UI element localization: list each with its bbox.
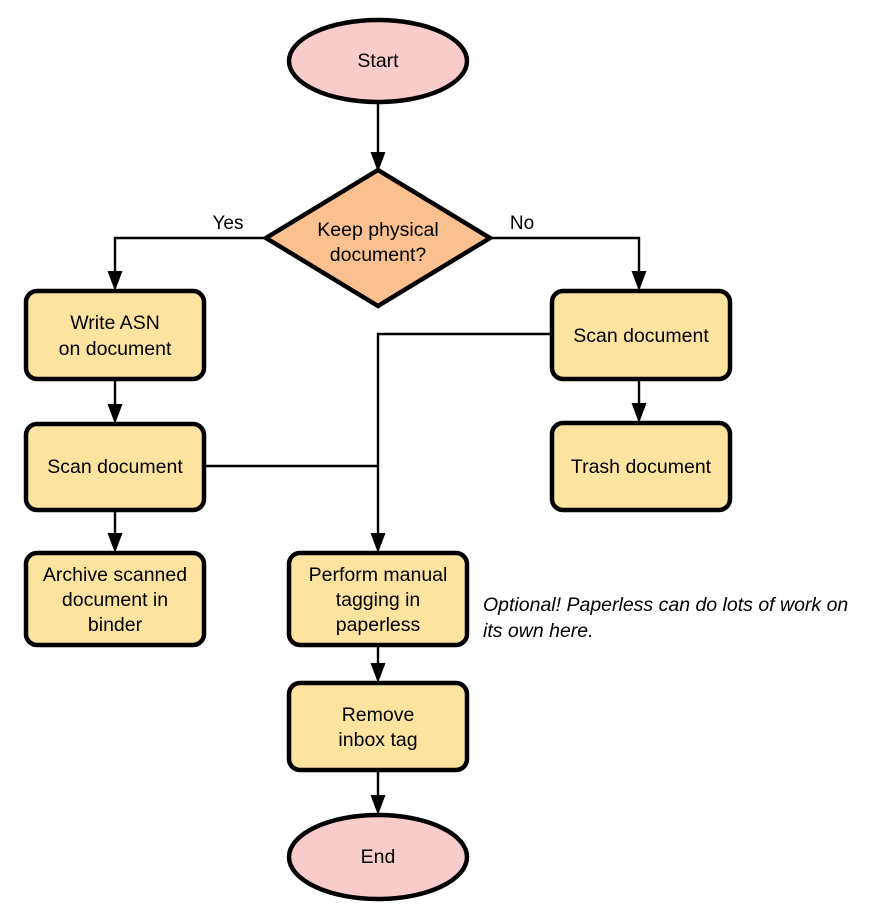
annotation-line2: its own here. xyxy=(483,620,594,642)
connector-decision-no-to-scan-right xyxy=(490,236,647,291)
node-end-label: End xyxy=(361,846,396,868)
node-archive-label-line2: document in xyxy=(62,589,168,611)
node-decision-keep-physical-document[interactable]: Keep physical document? xyxy=(261,167,495,309)
node-start[interactable]: Start xyxy=(286,17,470,105)
node-remove-inbox-label-line1: Remove xyxy=(342,704,415,726)
node-write-asn-label-line2: on document xyxy=(59,338,172,360)
node-tagging-label-line1: Perform manual xyxy=(309,564,448,586)
node-scan-document-left[interactable]: Scan document xyxy=(23,421,207,513)
node-remove-inbox-tag[interactable]: Remove inbox tag xyxy=(286,680,470,773)
connector-remove-inbox-to-end xyxy=(370,770,386,815)
edge-label-yes: Yes xyxy=(213,213,244,234)
node-decision-label-line1: Keep physical xyxy=(317,219,438,241)
edge-label-no: No xyxy=(510,213,534,234)
node-end[interactable]: End xyxy=(286,812,470,902)
node-archive-scanned-document[interactable]: Archive scanned document in binder xyxy=(23,550,207,648)
node-archive-label-line3: binder xyxy=(88,614,143,636)
connector-scan-left-to-archive xyxy=(107,510,123,553)
node-start-label: Start xyxy=(357,50,399,72)
connector-scan-right-to-tagging xyxy=(370,332,552,553)
node-scan-document-left-label: Scan document xyxy=(47,456,183,478)
node-scan-document-right[interactable]: Scan document xyxy=(549,288,733,382)
connector-tagging-to-remove-inbox xyxy=(370,645,386,683)
node-remove-inbox-label-line2: inbox tag xyxy=(338,729,417,751)
node-write-asn-label-line1: Write ASN xyxy=(70,312,160,334)
node-tagging-label-line2: tagging in xyxy=(336,589,421,611)
connector-start-to-decision xyxy=(370,102,386,172)
annotation-optional-note: Optional! Paperless can do lots of work … xyxy=(483,594,848,642)
annotation-line1: Optional! Paperless can do lots of work … xyxy=(483,594,848,616)
node-trash-document[interactable]: Trash document xyxy=(549,420,733,513)
connector-decision-yes-to-write-asn xyxy=(107,236,265,291)
node-archive-label-line1: Archive scanned xyxy=(43,564,187,586)
connector-scan-right-to-trash xyxy=(631,379,647,423)
node-scan-document-right-label: Scan document xyxy=(573,325,709,347)
node-perform-manual-tagging[interactable]: Perform manual tagging in paperless xyxy=(286,550,470,648)
node-tagging-label-line3: paperless xyxy=(336,614,421,636)
connector-write-asn-to-scan-left xyxy=(107,379,123,424)
node-decision-label-line2: document? xyxy=(330,244,427,266)
node-trash-document-label: Trash document xyxy=(571,456,712,478)
node-write-asn-on-document[interactable]: Write ASN on document xyxy=(23,288,207,382)
